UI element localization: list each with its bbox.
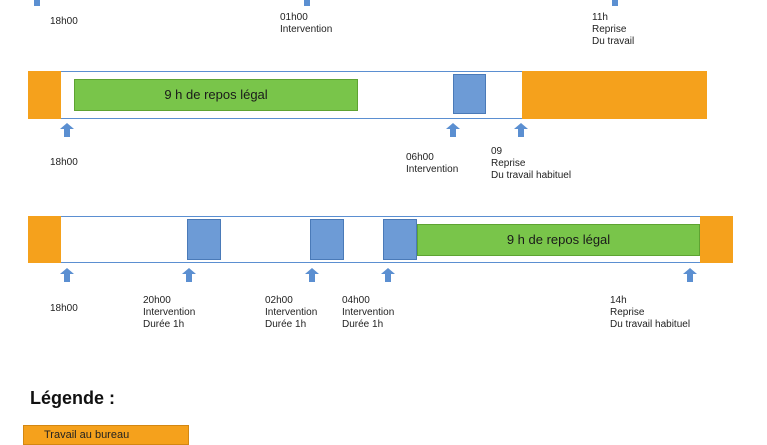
time-marker-arrow-icon xyxy=(182,268,196,282)
legend-item-work: Travail au bureau xyxy=(23,425,189,445)
time-label-line: 01h00 xyxy=(280,12,308,23)
work-block xyxy=(700,216,733,263)
time-label: 11h Reprise Du travail xyxy=(592,12,634,48)
legal-rest-block: 9 h de repos légal xyxy=(417,224,700,256)
time-label-line: Durée 1h xyxy=(265,319,307,330)
time-label-line: Du travail xyxy=(592,36,635,47)
time-label-line: 14h xyxy=(610,295,627,306)
intervention-block xyxy=(383,219,417,260)
legal-rest-label: 9 h de repos légal xyxy=(164,87,268,102)
time-marker-arrow-icon xyxy=(305,268,319,282)
time-marker-arrow-icon xyxy=(300,0,314,6)
time-marker-arrow-icon xyxy=(60,268,74,282)
time-label-line: Intervention xyxy=(143,307,196,318)
work-block xyxy=(522,71,707,119)
time-label-line: Du travail habituel xyxy=(491,170,572,181)
time-label: 18h00 xyxy=(50,303,78,315)
time-marker-arrow-icon xyxy=(446,123,460,137)
time-marker-arrow-icon xyxy=(514,123,528,137)
time-label-line: Intervention xyxy=(280,24,333,35)
time-label-line: Reprise xyxy=(592,24,627,35)
time-marker-arrow-icon xyxy=(381,268,395,282)
time-label-line: 02h00 xyxy=(265,295,293,306)
time-label-line: 20h00 xyxy=(143,295,171,306)
time-label-line: Reprise xyxy=(610,307,645,318)
intervention-block xyxy=(187,219,221,260)
time-label-line: Reprise xyxy=(491,158,526,169)
legal-rest-block: 9 h de repos légal xyxy=(74,79,358,111)
time-label-line: Du travail habituel xyxy=(610,319,691,330)
time-label: 06h00 Intervention xyxy=(406,152,458,176)
time-label-line: Intervention xyxy=(406,164,459,175)
time-label: 18h00 xyxy=(50,16,78,28)
time-label: 20h00 Intervention Durée 1h xyxy=(143,295,195,331)
time-label: 18h00 xyxy=(50,157,78,169)
work-block xyxy=(28,71,61,119)
time-label-line: Durée 1h xyxy=(143,319,185,330)
time-label: 09 Reprise Du travail habituel xyxy=(491,146,571,182)
time-label-line: 18h00 xyxy=(50,303,78,314)
time-label-line: 06h00 xyxy=(406,152,434,163)
time-label: 02h00 Intervention Durée 1h xyxy=(265,295,317,331)
time-marker-arrow-icon xyxy=(30,0,44,6)
intervention-block xyxy=(310,219,344,260)
time-label: 01h00 Intervention xyxy=(280,12,332,36)
time-label-line: 18h00 xyxy=(50,157,78,168)
time-label-line: Durée 1h xyxy=(342,319,384,330)
legal-rest-label: 9 h de repos légal xyxy=(506,232,611,247)
work-block xyxy=(28,216,61,263)
time-marker-arrow-icon xyxy=(608,0,622,6)
time-label-line: 11h xyxy=(592,12,608,23)
legend-title: Légende : xyxy=(30,388,116,408)
legend-item-label: Travail au bureau xyxy=(44,429,130,441)
time-label-line: 18h00 xyxy=(50,16,78,27)
time-marker-arrow-icon xyxy=(60,123,74,137)
time-label: 04h00 Intervention Durée 1h xyxy=(342,295,394,331)
time-label-line: Intervention xyxy=(342,307,395,318)
intervention-block xyxy=(453,74,486,114)
time-marker-arrow-icon xyxy=(683,268,697,282)
time-label-line: Intervention xyxy=(265,307,318,318)
time-label-line: 09 xyxy=(491,146,503,157)
time-label: 14h Reprise Du travail habituel xyxy=(610,295,690,331)
time-label-line: 04h00 xyxy=(342,295,370,306)
